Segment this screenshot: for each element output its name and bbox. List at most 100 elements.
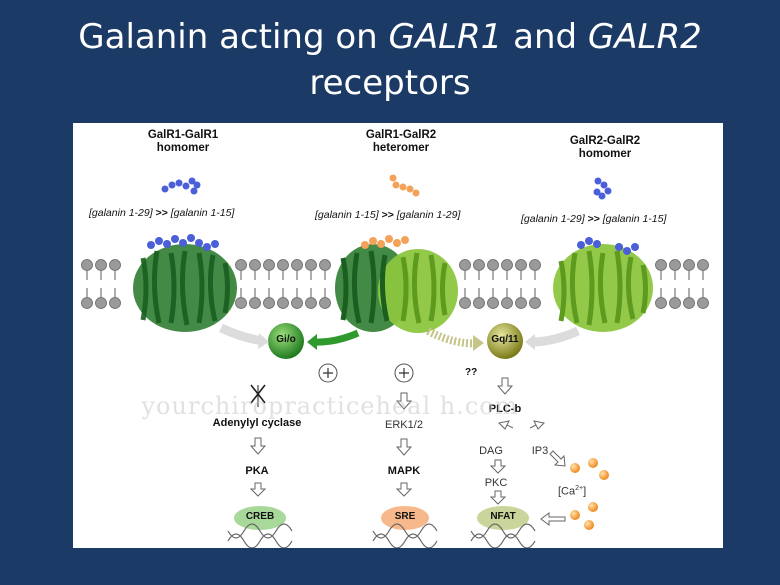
free-ligand-right [593, 177, 612, 200]
header-galr2-homomer: GalR2-GalR2 homomer [555, 135, 655, 161]
header-left-line2: homomer [156, 142, 210, 154]
gq11-input-arrow-left [426, 327, 479, 348]
plcb-label: PLC-b [488, 403, 522, 415]
bound-ligand-right [577, 237, 639, 255]
mapk-label: MAPK [387, 465, 421, 477]
galr1-galr2-heteromer-receptor [335, 244, 458, 333]
lipid-head [487, 259, 499, 271]
lipid-head [305, 297, 317, 309]
gq11-label: Gq/11 [491, 334, 519, 345]
sre-label: SRE [394, 511, 416, 522]
header-mid-line1: GalR1-GalR2 [365, 129, 437, 141]
calcium-label-superscript: 2+ [575, 485, 584, 492]
sre-shape [381, 506, 429, 530]
lipid-head [277, 297, 289, 309]
ligand-mid-b: [galanin 1-29] [396, 209, 461, 221]
pkc-label: PKC [484, 477, 508, 489]
lipid-head [109, 259, 121, 271]
lipid-head [697, 297, 709, 309]
ligand-right-a: [galanin 1-29] [521, 213, 585, 225]
diagram-panel: GalR1-GalR1 homomer GalR1-GalR2 heterome… [73, 123, 723, 548]
gq11-input-arrowhead-right [525, 334, 535, 350]
ligand-ratio-right: [galanin 1-29] >> [galanin 1-15] [521, 213, 666, 225]
lipid-head [109, 297, 121, 309]
lipid-head [459, 297, 471, 309]
free-ligand-left [161, 177, 201, 195]
galr2-homomer-receptor [553, 244, 653, 332]
gq11-input-arrow-right [530, 326, 580, 347]
plus-symbol-left [318, 363, 338, 383]
lipid-head [277, 259, 289, 271]
lipid-head [459, 259, 471, 271]
lipid-head [319, 259, 331, 271]
ligand-left-a: [galanin 1-29] [89, 207, 153, 219]
header-right-line1: GalR2-GalR2 [569, 135, 641, 147]
title-galr1: GALR1 [388, 17, 503, 57]
lipid-head [95, 297, 107, 309]
bound-ligand-left [147, 234, 219, 251]
lipid-head [697, 259, 709, 271]
unknown-label: ?? [465, 367, 478, 378]
lipid-head [291, 297, 303, 309]
lipid-head [515, 297, 527, 309]
lipid-head [683, 297, 695, 309]
dna-helices [227, 523, 536, 548]
lipid-head [263, 259, 275, 271]
dag-label: DAG [479, 445, 503, 457]
gio-input-arrowhead-right [307, 334, 317, 350]
lipid-head [95, 259, 107, 271]
lipid-head [473, 297, 485, 309]
plus-symbol-middle [394, 363, 414, 383]
lipid-head [683, 259, 695, 271]
galr1-homomer-receptor [133, 244, 237, 332]
ip3-label: IP3 [531, 445, 549, 457]
creb-shape [234, 506, 286, 530]
nfat-label: NFAT [490, 511, 516, 522]
lipid-head [235, 297, 247, 309]
title-prefix: Galanin acting on [78, 17, 389, 57]
nfat-shape [477, 506, 529, 530]
lipid-head [473, 259, 485, 271]
header-mid-line2: heteromer [372, 142, 430, 154]
bound-ligand-middle [361, 235, 409, 249]
ligand-right-gt: >> [587, 213, 600, 225]
title-and: and [502, 17, 588, 57]
lipid-head [249, 297, 261, 309]
gio-input-arrow-left [219, 323, 264, 346]
gq11-input-arrowhead-left [473, 335, 484, 351]
adenylyl-cyclase-label: Adenylyl cyclase [212, 417, 302, 429]
header-right-line2: homomer [578, 148, 632, 160]
creb-label: CREB [245, 511, 275, 522]
ligand-left-b: [galanin 1-15] [170, 207, 235, 219]
gio-input-arrow-right [312, 329, 360, 346]
inhibition-cross [250, 384, 266, 407]
lipid-head [487, 297, 499, 309]
free-ligand-middle [389, 174, 420, 197]
title-galr2: GALR2 [587, 17, 702, 57]
lipid-head [501, 297, 513, 309]
lipid-head [515, 259, 527, 271]
cell-membrane [81, 259, 709, 309]
slide-title: Galanin acting on GALR1 and GALR2 recept… [0, 14, 780, 106]
lipid-head [529, 259, 541, 271]
gio-label: Gi/o [276, 334, 296, 345]
lipid-head [669, 297, 681, 309]
lipid-head [655, 259, 667, 271]
gio-protein-node [268, 323, 304, 359]
title-line-2: receptors [309, 63, 471, 103]
lipid-head [81, 259, 93, 271]
calcium-label-base: [Ca [558, 485, 576, 498]
ligand-ratio-middle: [galanin 1-15] >> [galanin 1-29] [315, 209, 460, 221]
lipid-head [81, 297, 93, 309]
ligand-ratio-left: [galanin 1-29] >> [galanin 1-15] [89, 207, 234, 219]
lipid-head [249, 259, 261, 271]
lipid-head [529, 297, 541, 309]
pka-label: PKA [245, 465, 269, 477]
title-line-1: Galanin acting on GALR1 and GALR2 [0, 14, 780, 60]
header-galr1-galr2-heteromer: GalR1-GalR2 heteromer [351, 129, 451, 155]
ligand-mid-a: [galanin 1-15] [315, 209, 379, 221]
erk-label: ERK1/2 [385, 419, 423, 431]
header-galr1-homomer: GalR1-GalR1 homomer [133, 129, 233, 155]
lipid-head [235, 259, 247, 271]
lipid-head [263, 297, 275, 309]
